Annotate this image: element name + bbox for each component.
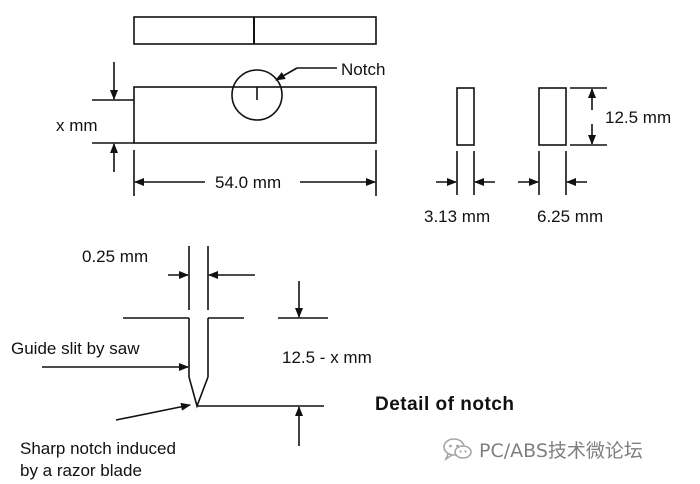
notch-detail-circle [231, 69, 283, 121]
watermark-text: PC/ABS技术微论坛 [479, 439, 643, 462]
detail-title: Detail of notch [375, 394, 514, 415]
length-label: 54.0 mm [215, 173, 281, 192]
depth-label: 12.5 - x mm [282, 348, 372, 367]
wechat-icon [443, 438, 472, 461]
cross-section-thick: 6.25 mm [518, 87, 603, 226]
notch-label: Notch [341, 60, 385, 79]
length-dimension: 54.0 mm [133, 150, 377, 196]
sharp-notch-label-line2: by a razor blade [20, 461, 142, 480]
slit-width-label: 0.25 mm [82, 247, 148, 266]
sharp-notch-label-line1: Sharp notch induced [20, 439, 176, 458]
specimen-side-view [133, 69, 377, 144]
height-label: 12.5 mm [605, 108, 671, 127]
x-mm-dimension: x mm [56, 62, 134, 172]
thickness-thick-label: 6.25 mm [537, 207, 603, 226]
specimen-top-view [133, 16, 377, 45]
height-dimension: 12.5 mm [570, 87, 671, 146]
x-mm-label: x mm [56, 116, 98, 135]
guide-slit-label: Guide slit by saw [11, 339, 140, 358]
watermark: PC/ABS技术微论坛 [443, 434, 643, 464]
notch-detail: 0.25 mm 12.5 - x mm Guide slit by saw Sh… [11, 246, 514, 480]
notch-callout: Notch [275, 60, 385, 81]
cross-section-thin: 3.13 mm [424, 87, 495, 226]
thickness-thin-label: 3.13 mm [424, 207, 490, 226]
